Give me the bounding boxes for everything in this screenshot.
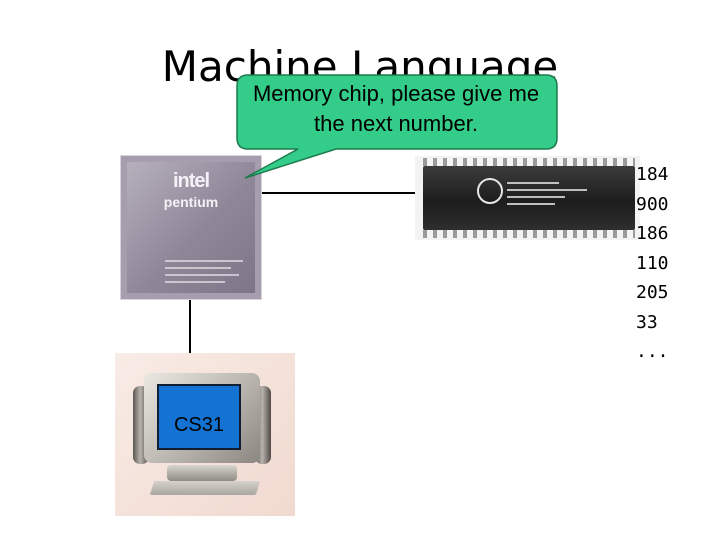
cpu-memory-wire <box>260 192 420 194</box>
memory-number: 184 <box>636 164 669 185</box>
memory-number: 110 <box>636 252 669 274</box>
memory-chip-pins-top <box>423 158 635 166</box>
intel-logo: intel <box>172 170 210 192</box>
memory-number-ellipsis: ... <box>636 341 669 362</box>
speech-bubble-shape <box>236 74 558 179</box>
memory-number: 900 <box>636 193 669 215</box>
monitor-screen: CS31 <box>157 384 241 450</box>
screen-label: CS31 <box>173 414 225 436</box>
speech-bubble <box>236 74 558 179</box>
zilog-logo-icon <box>477 178 503 204</box>
keyboard-icon <box>149 481 261 495</box>
memory-chip <box>415 156 640 240</box>
memory-number: 186 <box>636 223 669 244</box>
monitor-icon: CS31 <box>144 373 260 463</box>
cpu-chip: intel pentium <box>120 155 262 300</box>
computer-illustration: CS31 <box>115 353 295 516</box>
memory-chip-pins-bottom <box>423 230 635 238</box>
monitor-base <box>167 465 237 481</box>
pentium-label: pentium <box>163 194 219 210</box>
memory-chip-markings <box>507 182 587 210</box>
speech-bubble-text: Memory chip, please give me the next num… <box>252 81 540 136</box>
memory-number-list: 184 900 186 110 205 33 ... <box>636 160 669 367</box>
cpu-markings <box>165 260 245 288</box>
memory-number: 33 <box>636 311 658 333</box>
memory-number: 205 <box>636 282 669 303</box>
memory-chip-body <box>423 166 635 230</box>
cpu-computer-wire <box>189 298 191 390</box>
